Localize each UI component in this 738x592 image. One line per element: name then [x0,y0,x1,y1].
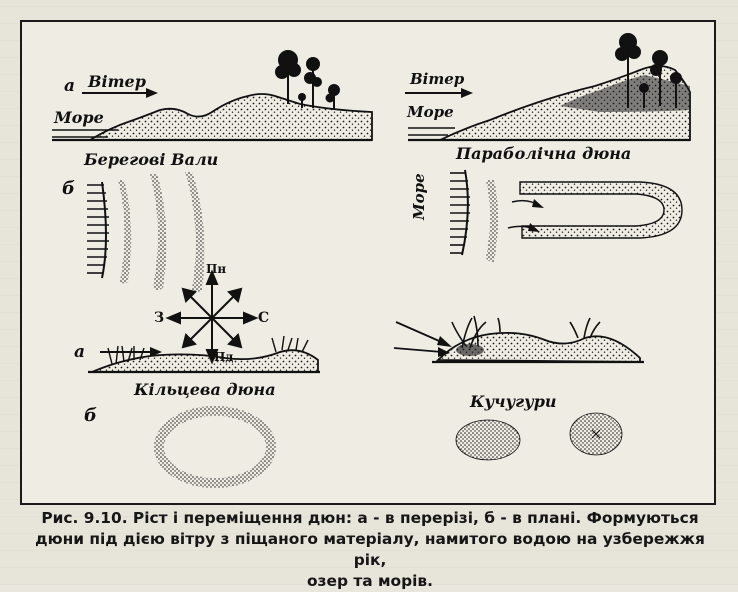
caption-line-1: Рис. 9.10. Ріст і переміщення дюн: а - в… [41,509,699,527]
label-b-top: б [62,178,75,199]
label-wind-left: Вітер [88,72,146,91]
label-sea-vertical: Море [410,173,428,220]
cross-section-forest [405,33,691,142]
label-wind-right: Вітер [410,70,465,88]
caption-line-2: дюни під дією вітру з піщаного матеріалу… [35,530,705,569]
label-coastal-ridges: Берегові Вали [84,150,219,169]
ring-dune-plan [154,406,276,488]
compass-west-label: З [154,310,165,326]
figure-caption: Рис. 9.10. Ріст і переміщення дюн: а - в… [30,508,710,592]
caption-line-3: озер та морів. [306,572,434,590]
label-sea-left: Море [54,108,104,127]
kuchuhury-cross-section [393,315,644,364]
label-b-bottom: б [84,405,97,426]
coastal-ridges-plan [87,172,205,292]
label-parabolic-dune: Параболічна дюна [456,144,632,163]
compass-rose [165,269,259,365]
label-a-bottom: а [74,342,86,362]
label-a-top: а [64,76,76,96]
label-ring-dune: Кільцева дюна [134,380,276,399]
kuchuhury-plan [455,412,623,461]
compass-north-label: Пн [206,262,227,276]
parabolic-dune-plan [450,169,683,262]
compass-south-label: Пд [214,350,234,364]
ring-dune-cross-section [88,335,320,374]
label-sea-right: Море [407,103,454,121]
label-kuchuhury: Кучугури [470,392,557,411]
cross-section-coastal [52,50,373,142]
compass-east-label: С [258,310,270,326]
